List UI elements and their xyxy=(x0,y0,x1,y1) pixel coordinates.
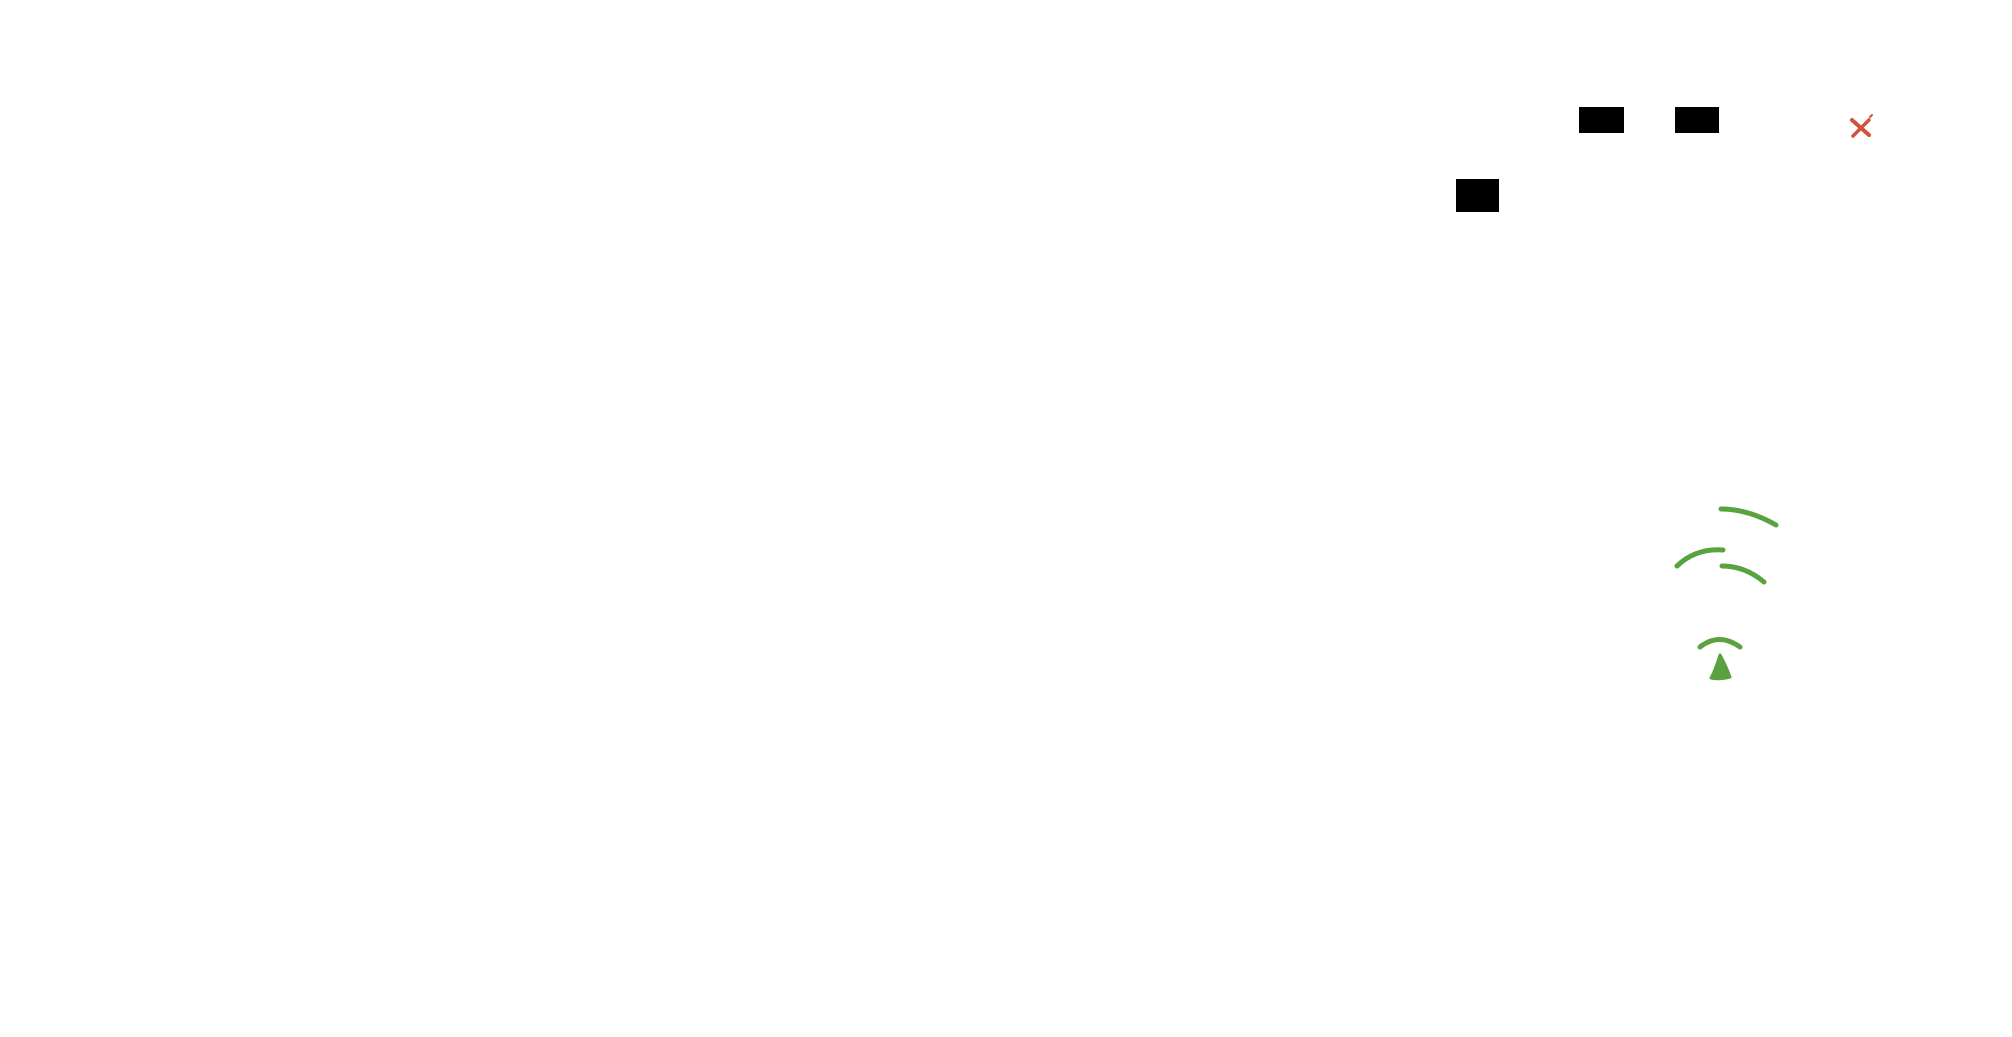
redacted-block-2 xyxy=(1675,107,1719,133)
wifi-signal-icon xyxy=(1660,500,1790,690)
close-icon[interactable] xyxy=(1845,112,1877,144)
redacted-block-1 xyxy=(1579,107,1624,133)
redacted-block-3 xyxy=(1456,179,1499,212)
